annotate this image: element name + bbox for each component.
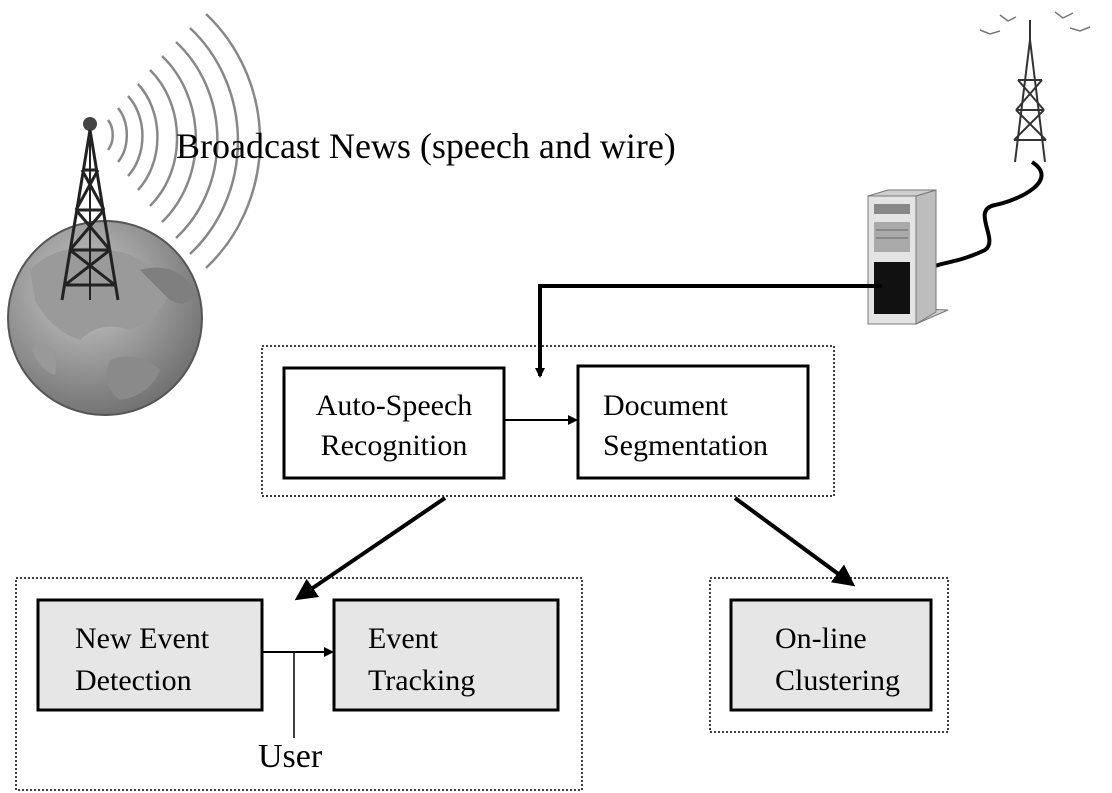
server-to-processing-arrow xyxy=(535,284,882,378)
document-segmentation-box: Document Segmentation xyxy=(576,364,810,480)
auto-speech-recognition-box: Auto-Speech Recognition xyxy=(282,366,506,480)
detection-label-line2: Detection xyxy=(75,664,192,697)
segmentation-label-line2: Segmentation xyxy=(603,429,768,462)
processing-to-clustering-arrow xyxy=(733,496,856,587)
antenna-icon xyxy=(979,11,1091,163)
asr-label-line2: Recognition xyxy=(321,429,468,462)
clustering-label-line1: On-line xyxy=(775,622,867,655)
server-icon xyxy=(867,189,949,325)
new-event-detection-box: New Event Detection xyxy=(36,598,264,712)
globe-icon xyxy=(7,220,203,416)
tracking-label-line1: Event xyxy=(368,622,439,655)
radio-waves-icon xyxy=(106,13,262,269)
clustering-label-line2: Clustering xyxy=(775,664,900,697)
asr-label-line1: Auto-Speech xyxy=(316,389,473,422)
user-label: User xyxy=(258,738,323,775)
processing-group xyxy=(261,345,835,497)
antenna-cable xyxy=(934,160,1044,268)
diagram-title: Broadcast News (speech and wire) xyxy=(176,126,676,166)
tracking-label-line2: Tracking xyxy=(368,664,475,697)
event-tracking-box: Event Tracking xyxy=(332,598,560,712)
processing-to-detection-arrow xyxy=(294,496,447,601)
detection-tracking-group xyxy=(15,577,583,791)
segmentation-label-line1: Document xyxy=(603,389,729,422)
detection-label-line1: New Event xyxy=(75,622,210,655)
online-clustering-box: On-line Clustering xyxy=(729,598,933,712)
broadcast-tower-icon xyxy=(60,117,120,301)
